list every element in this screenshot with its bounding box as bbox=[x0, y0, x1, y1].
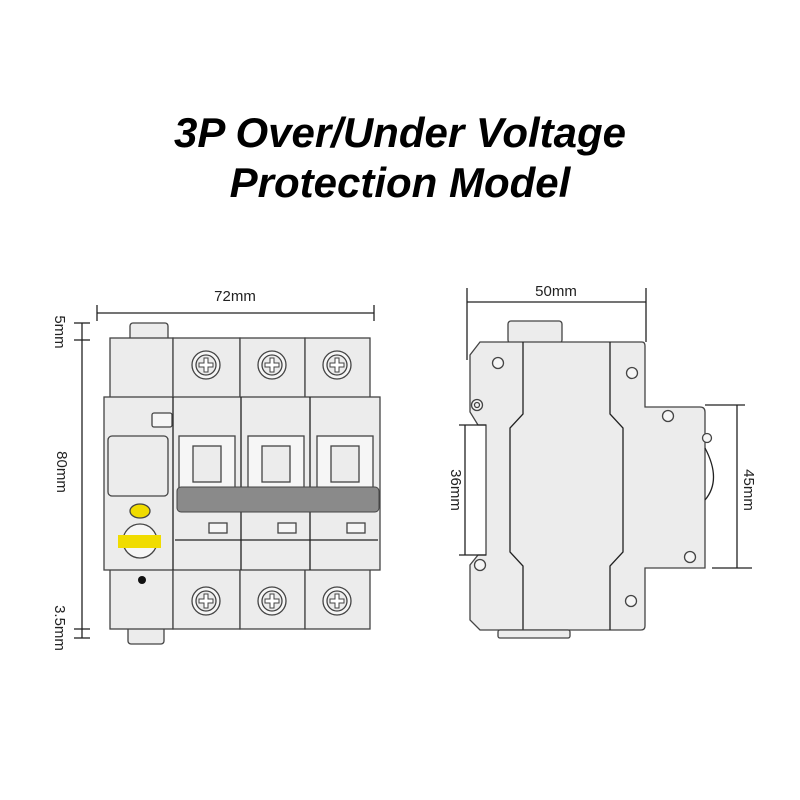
top-offset-label: 5mm bbox=[51, 315, 68, 348]
top-terminals bbox=[172, 337, 371, 399]
title-line-2: Protection Model bbox=[229, 159, 571, 206]
front-height-label: 45mm bbox=[740, 469, 757, 511]
indicator-icon bbox=[129, 503, 151, 519]
screw-icon bbox=[257, 586, 287, 616]
depth-label: 50mm bbox=[535, 283, 577, 300]
screw-icon bbox=[322, 350, 352, 380]
side-view: 50mm 36mm 45mm bbox=[447, 283, 757, 639]
front-view: 72mm 5mm 80mm 3.5mm bbox=[51, 288, 381, 651]
din-rail-label: 36mm bbox=[447, 469, 464, 511]
rivet-holes bbox=[470, 356, 713, 608]
page-title: 3P Over/Under Voltage Protection Model bbox=[0, 108, 800, 208]
width-label: 72mm bbox=[214, 288, 256, 305]
height-dimension: 5mm 80mm 3.5mm bbox=[51, 315, 90, 651]
display-window bbox=[107, 435, 169, 497]
bottom-terminals bbox=[172, 568, 371, 630]
title-line-1: 3P Over/Under Voltage bbox=[173, 109, 627, 156]
handle-tie-bar bbox=[176, 486, 380, 513]
yellow-knob bbox=[118, 535, 161, 548]
screw-icon bbox=[191, 350, 221, 380]
screw-icon bbox=[191, 586, 221, 616]
front-height-dimension: 45mm bbox=[705, 404, 757, 569]
height-label: 80mm bbox=[53, 451, 70, 493]
handles bbox=[178, 435, 374, 489]
width-dimension: 72mm bbox=[96, 288, 375, 321]
side-body bbox=[469, 341, 706, 631]
depth-dimension: 50mm bbox=[466, 283, 647, 360]
bottom-offset-label: 3.5mm bbox=[51, 605, 68, 651]
din-rail-dimension: 36mm bbox=[447, 424, 486, 556]
screw-icon bbox=[322, 586, 352, 616]
test-point bbox=[138, 576, 146, 584]
screw-icon bbox=[257, 350, 287, 380]
